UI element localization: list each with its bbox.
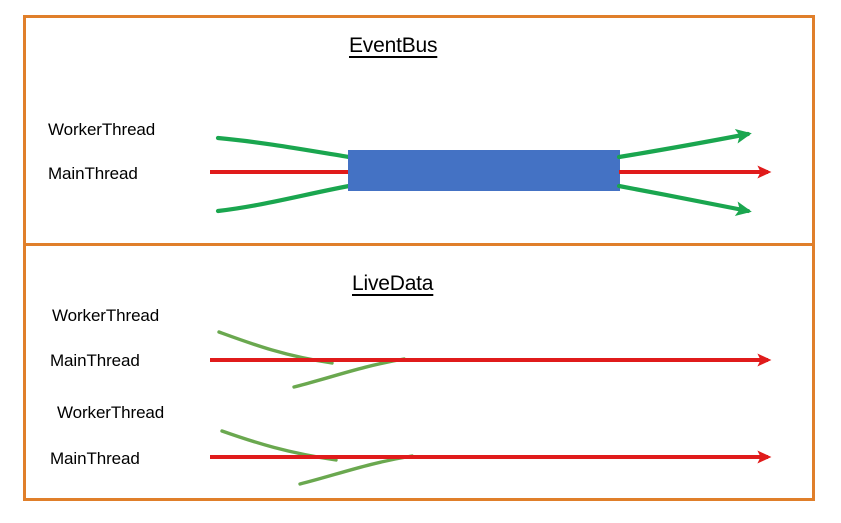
label-eventbus-worker-thread: WorkerThread	[48, 120, 156, 139]
label-eventbus-main-thread: MainThread	[48, 164, 138, 183]
panel-title-eventbus: EventBus	[349, 34, 438, 57]
label-livedata-2-worker-thread: WorkerThread	[57, 403, 165, 422]
panel-eventbus	[23, 15, 815, 246]
label-livedata-2-main-thread: MainThread	[50, 449, 140, 468]
panel-title-livedata: LiveData	[352, 272, 434, 295]
label-livedata-1-main-thread: MainThread	[50, 351, 140, 370]
label-livedata-1-worker-thread: WorkerThread	[52, 306, 160, 325]
